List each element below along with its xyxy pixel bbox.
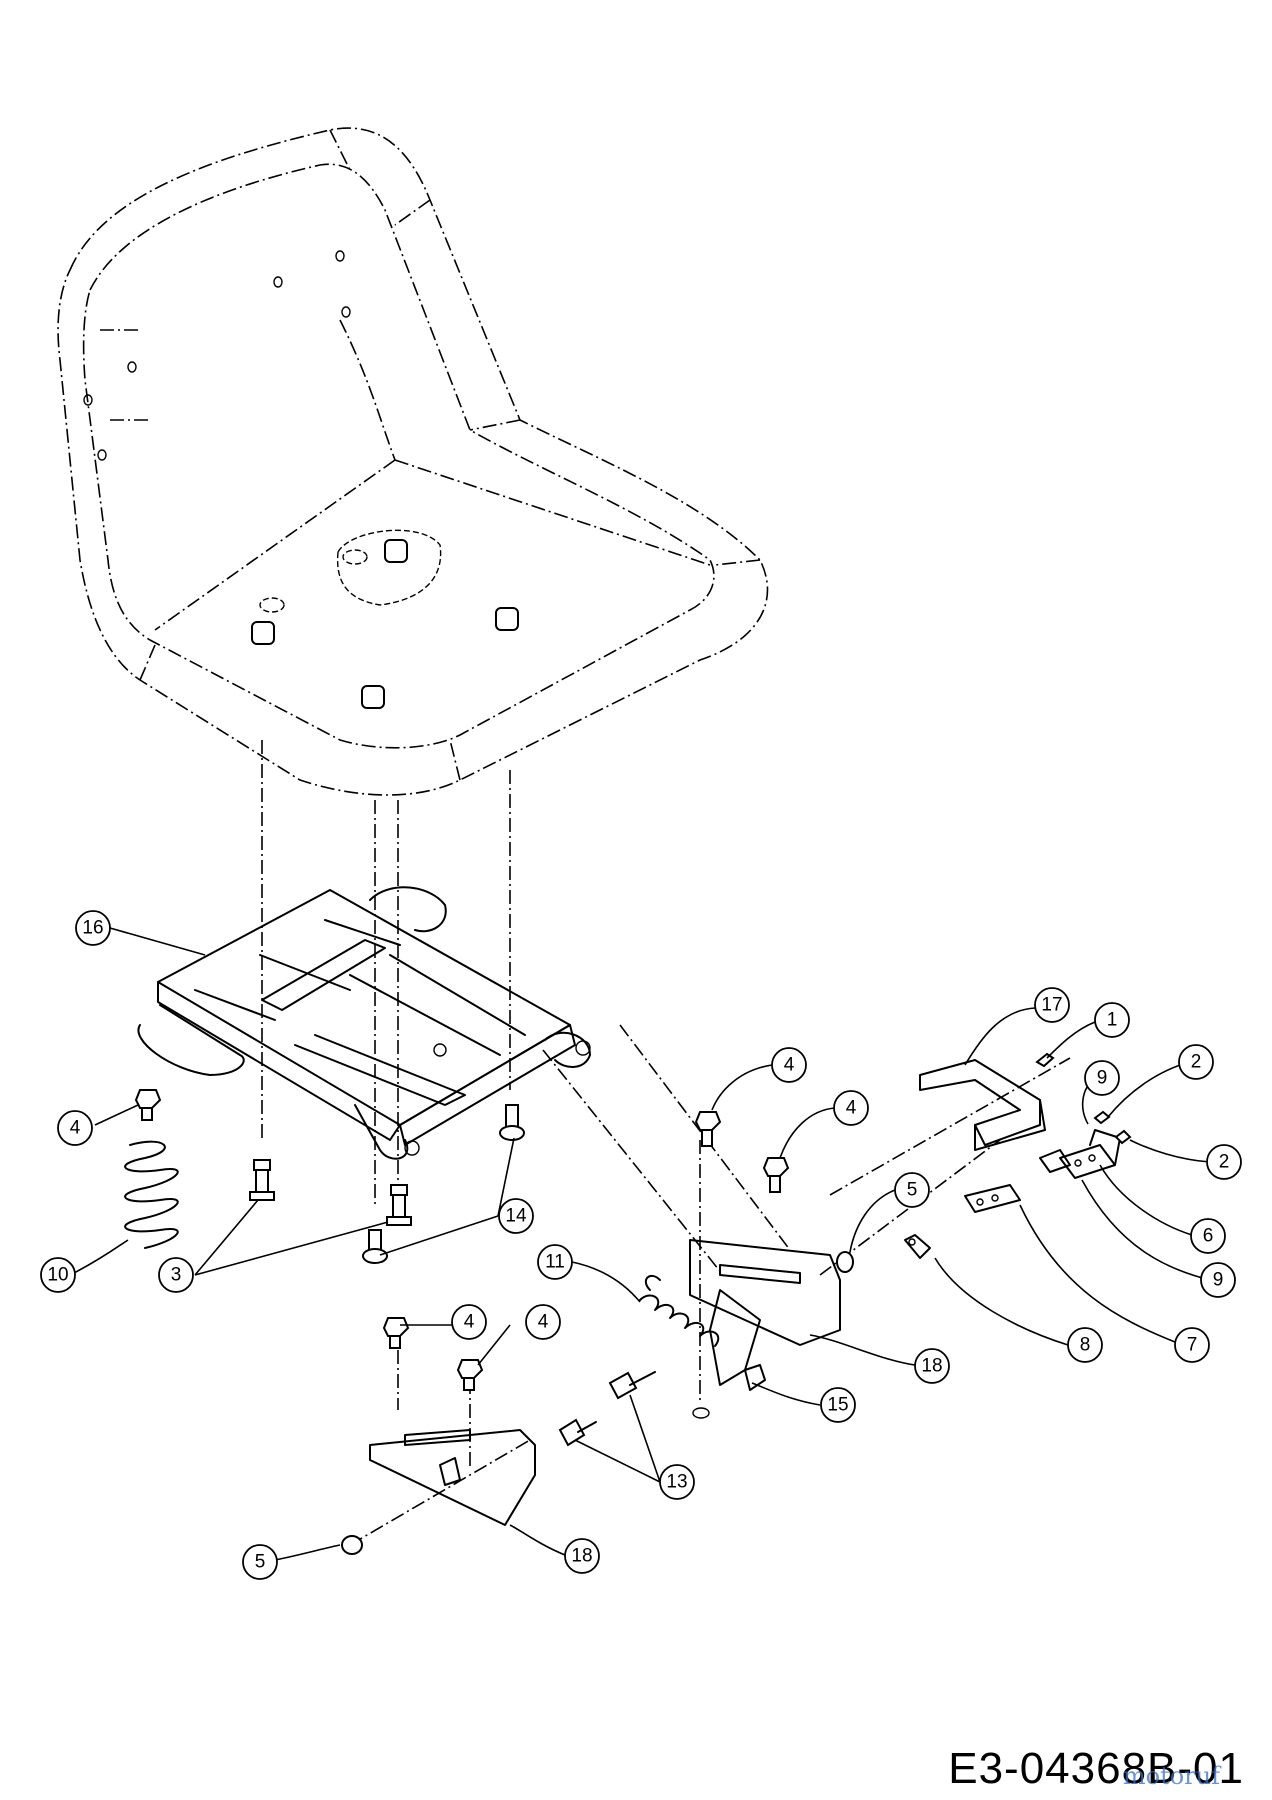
callout-1: 1 (1094, 1002, 1130, 1038)
callout-2-top: 2 (1178, 1044, 1214, 1080)
callout-label: 14 (505, 1206, 527, 1227)
upper-adjust-bracket (689, 1239, 841, 1391)
callout-4-left: 4 (57, 1110, 93, 1146)
callout-label: 11 (545, 1252, 565, 1273)
callout-18-lower: 18 (564, 1538, 600, 1574)
seat-shell (57, 127, 769, 796)
callout-14: 14 (498, 1198, 534, 1234)
callout-7: 7 (1174, 1327, 1210, 1363)
callout-label: 4 (464, 1312, 475, 1333)
callout-10: 10 (40, 1257, 76, 1293)
callout-15: 15 (820, 1387, 856, 1423)
switch-connector (904, 1234, 931, 1259)
callout-label: 4 (846, 1098, 857, 1119)
seat-plate (137, 886, 591, 1160)
callout-16: 16 (75, 910, 111, 946)
drawing-code: E3-04368B-01 (948, 1744, 1244, 1793)
callout-label: 18 (921, 1356, 942, 1377)
callout-label: 13 (666, 1472, 687, 1493)
callout-13: 13 (659, 1464, 695, 1500)
callout-9-bottom: 9 (1200, 1262, 1236, 1298)
callout-label: 15 (827, 1395, 848, 1416)
callout-label: 4 (70, 1118, 81, 1139)
callout-label: 7 (1187, 1335, 1198, 1356)
alignment-lines (261, 740, 1071, 1546)
callout-6: 6 (1190, 1218, 1226, 1254)
callout-8: 8 (1067, 1327, 1103, 1363)
callout-9-top: 9 (1084, 1060, 1120, 1096)
callout-5-upper: 5 (894, 1172, 930, 1208)
callout-label: 18 (571, 1546, 592, 1567)
callout-3: 3 (158, 1257, 194, 1293)
switch-bracket-plate (1039, 1129, 1121, 1179)
hardware (124, 1052, 1132, 1555)
callout-label: 5 (255, 1552, 266, 1573)
callout-4-upper-b: 4 (833, 1090, 869, 1126)
callout-label: 6 (1203, 1226, 1214, 1247)
callout-17: 17 (1034, 987, 1070, 1023)
callout-4-lower-b: 4 (525, 1304, 561, 1340)
callout-label: 16 (82, 918, 103, 939)
callout-18-upper: 18 (914, 1348, 950, 1384)
callout-label: 10 (47, 1265, 68, 1286)
callout-label: 4 (538, 1312, 549, 1333)
callout-label: 17 (1041, 995, 1062, 1016)
seat-switch-bracket (919, 1059, 1046, 1151)
callout-label: 9 (1097, 1068, 1108, 1089)
leader-lines (69, 927, 1211, 1561)
callout-label: 5 (907, 1180, 918, 1201)
lower-adjust-bracket (369, 1429, 536, 1526)
callout-2-bottom: 2 (1206, 1144, 1242, 1180)
callout-5-lower: 5 (242, 1544, 278, 1580)
callout-label: 1 (1107, 1010, 1118, 1031)
callout-label: 2 (1191, 1052, 1202, 1073)
callout-label: 9 (1213, 1270, 1224, 1291)
callout-label: 4 (784, 1055, 795, 1076)
callout-4-upper-a: 4 (771, 1047, 807, 1083)
callout-label: 8 (1080, 1335, 1091, 1356)
watermark: motoruf (1122, 1762, 1220, 1790)
callout-11: 11 (537, 1244, 573, 1280)
callout-label: 3 (171, 1265, 182, 1286)
switch-clip (964, 1184, 1021, 1213)
callout-4-lower-a: 4 (451, 1304, 487, 1340)
callout-label: 2 (1219, 1152, 1230, 1173)
